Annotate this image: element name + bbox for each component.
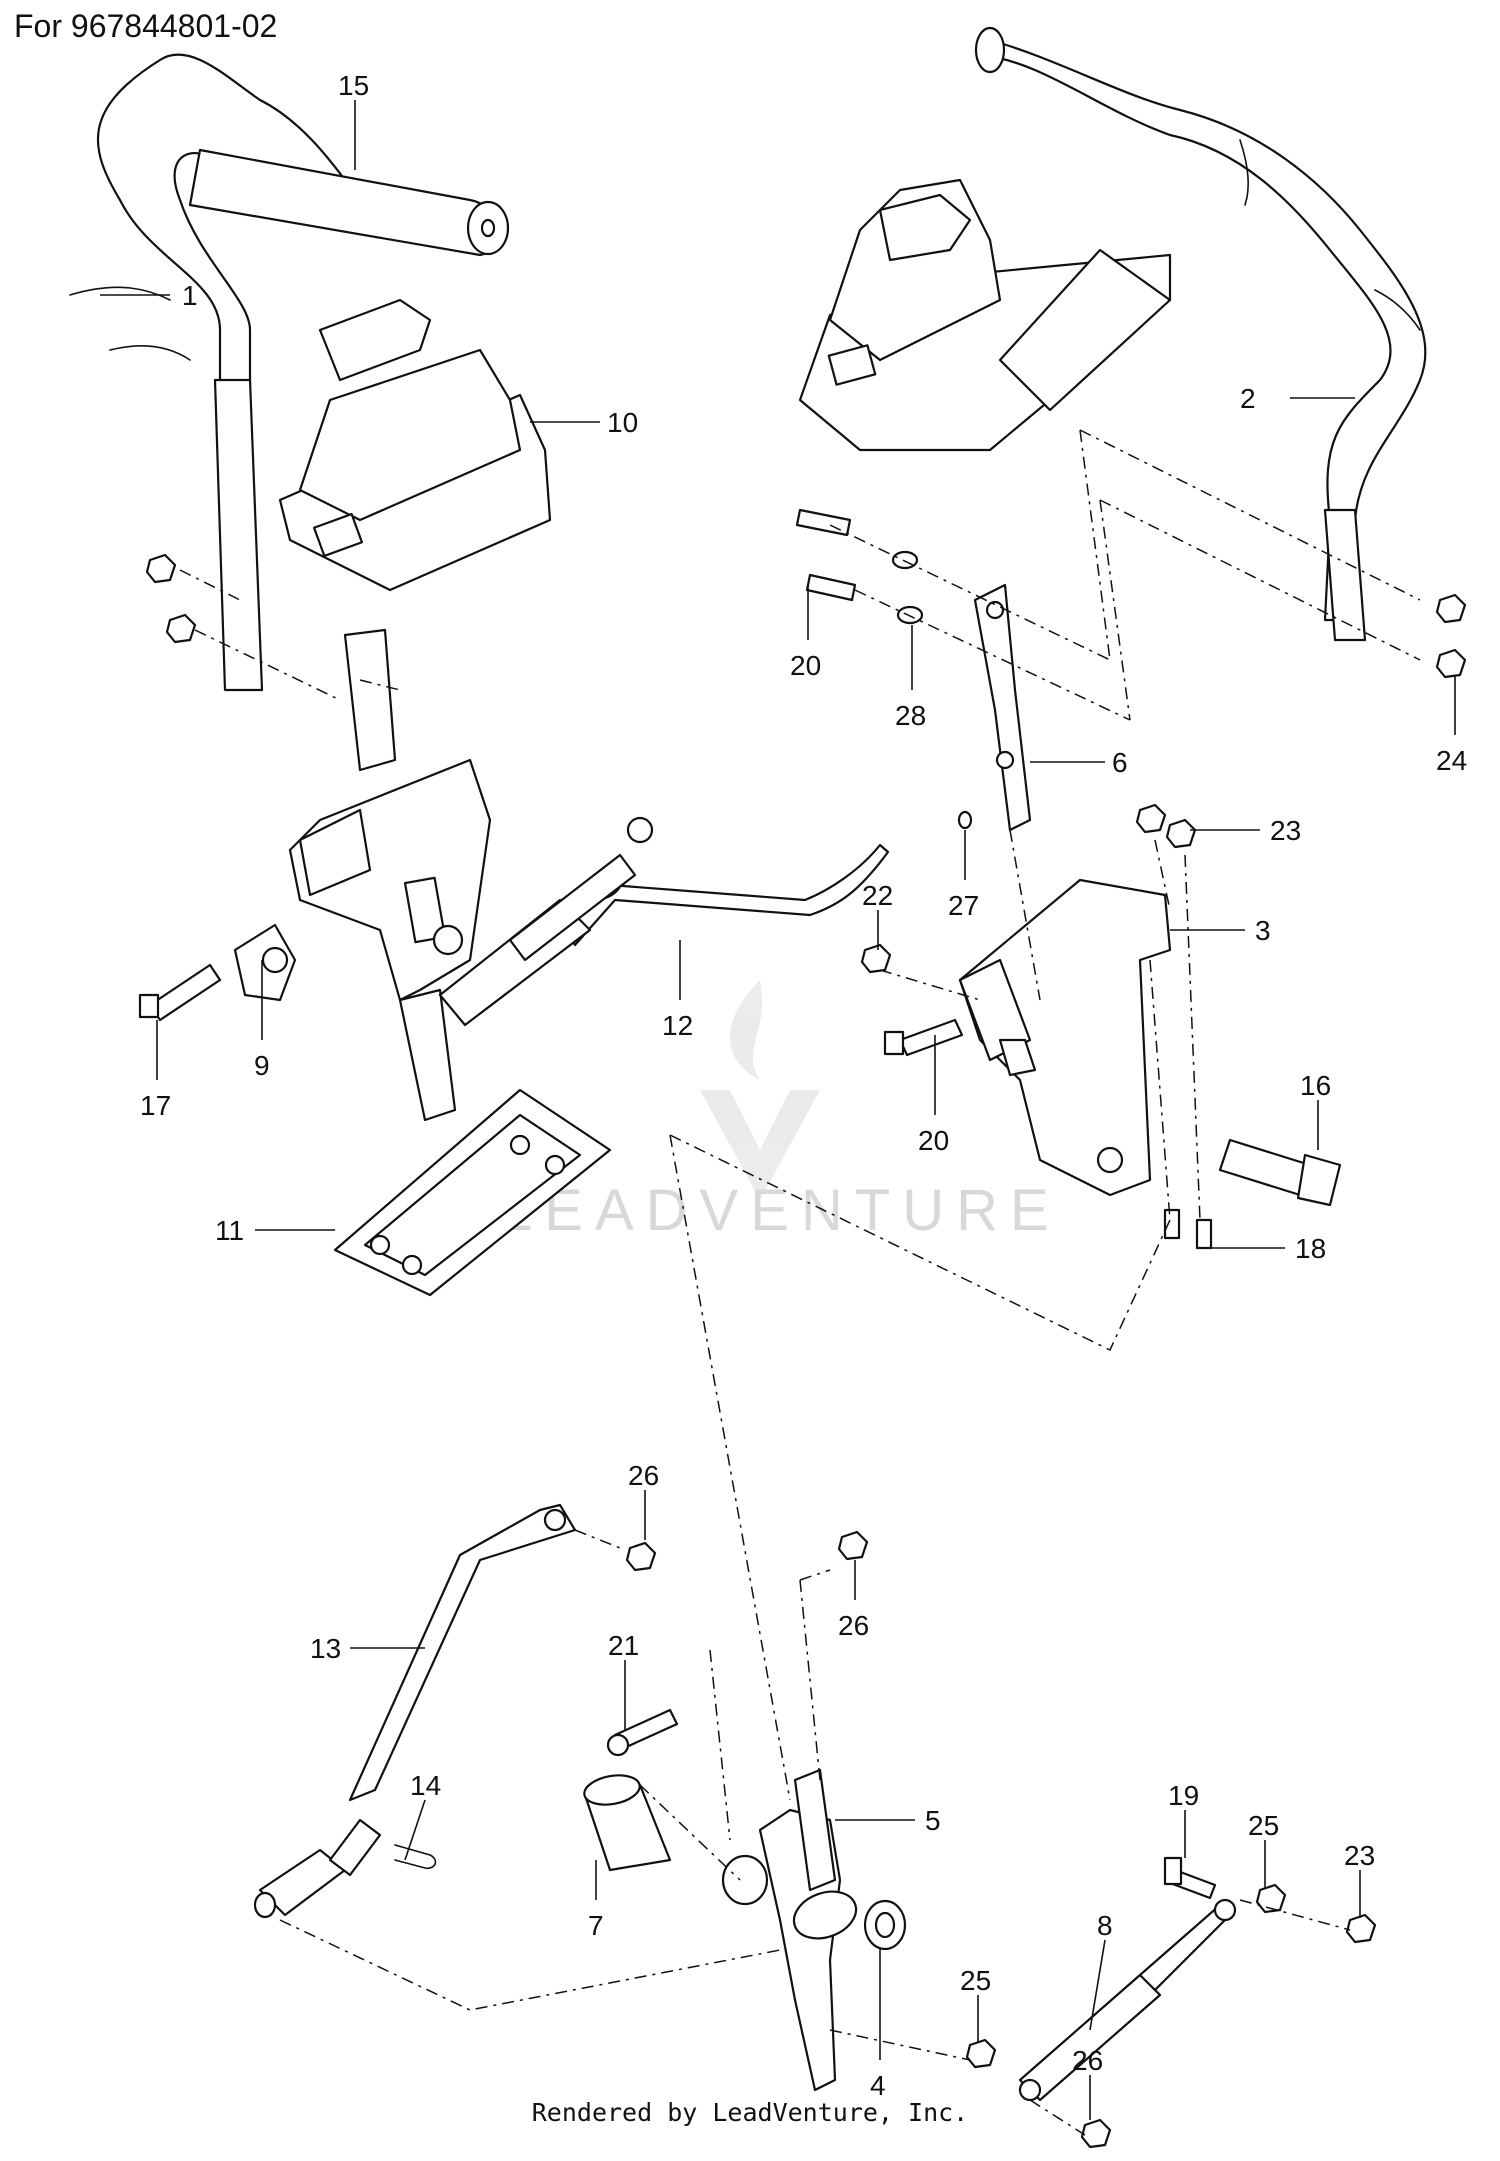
leader-lines	[100, 100, 1456, 2120]
left-control-bracket	[288, 628, 492, 1122]
callout-numbers: 15 1 10 2 20 28 24 6 23 27 22 3 12 9 17 …	[140, 70, 1467, 2101]
callout-12: 12	[662, 1010, 693, 1041]
callout-22: 22	[862, 880, 893, 911]
callout-25-left: 25	[960, 1965, 991, 1996]
callout-25-right: 25	[1248, 1810, 1279, 1841]
callout-6: 6	[1112, 747, 1128, 778]
callout-3: 3	[1255, 915, 1271, 946]
right-control-handle	[974, 26, 1427, 642]
callout-17: 17	[140, 1090, 171, 1121]
assembly-dashed-lines	[179, 429, 1421, 2136]
callout-15: 15	[338, 70, 369, 101]
upper-bolts-washers	[795, 508, 973, 830]
callout-1: 1	[182, 280, 198, 311]
lower-link-rod	[253, 1503, 577, 1919]
hex-nuts	[145, 553, 1467, 2149]
callout-9: 9	[254, 1050, 270, 1081]
callout-13: 13	[310, 1633, 341, 1664]
bushing-7	[583, 1774, 672, 1872]
left-mounting-plate	[333, 1088, 612, 1297]
left-control-handle	[69, 53, 510, 692]
bolt-16	[1218, 1138, 1342, 1207]
callout-18: 18	[1295, 1233, 1326, 1264]
right-control-boot	[798, 178, 1172, 452]
hairpin-clip	[394, 1844, 437, 1870]
callout-14: 14	[410, 1770, 441, 1801]
callout-24: 24	[1436, 745, 1467, 776]
bolts-18	[1163, 1208, 1213, 1250]
callout-20-lower: 20	[918, 1125, 949, 1156]
callout-2: 2	[1240, 383, 1256, 414]
damper-8	[1018, 1898, 1237, 2102]
callout-8: 8	[1097, 1910, 1113, 1941]
callout-26-top: 26	[628, 1460, 659, 1491]
watermark-logo	[700, 980, 820, 1200]
callout-7: 7	[588, 1910, 604, 1941]
left-control-boot	[278, 298, 552, 592]
diagram-footer-credit: Rendered by LeadVenture, Inc.	[531, 2098, 969, 2127]
washer-4	[863, 1899, 907, 1951]
callout-26-bottom: 26	[1072, 2045, 1103, 2076]
callout-26-middle: 26	[838, 1610, 869, 1641]
callout-5: 5	[925, 1805, 941, 1836]
callout-27: 27	[948, 890, 979, 921]
callout-20-upper: 20	[790, 650, 821, 681]
callout-10: 10	[607, 407, 638, 438]
spacer-block	[233, 923, 297, 1002]
control-rod	[438, 816, 890, 1027]
bolt-21	[606, 1708, 679, 1757]
callout-4: 4	[870, 2070, 886, 2101]
right-control-bracket	[958, 878, 1172, 1197]
bolt-19	[1163, 1856, 1217, 1900]
lower-lever	[721, 1768, 858, 2092]
callout-28: 28	[895, 700, 926, 731]
callout-19: 19	[1168, 1780, 1199, 1811]
callout-21: 21	[608, 1630, 639, 1661]
callout-23-upper: 23	[1270, 815, 1301, 846]
bolt-17	[138, 963, 222, 1022]
right-lever-arm	[973, 583, 1032, 832]
callout-23-lower: 23	[1344, 1840, 1375, 1871]
callout-11: 11	[215, 1215, 244, 1246]
diagram-header-model: For 967844801-02	[14, 8, 278, 44]
watermark-text: LEADVENTURE	[500, 1178, 1061, 1243]
bolt-20-lower	[883, 1018, 964, 1057]
callout-16: 16	[1300, 1070, 1331, 1101]
